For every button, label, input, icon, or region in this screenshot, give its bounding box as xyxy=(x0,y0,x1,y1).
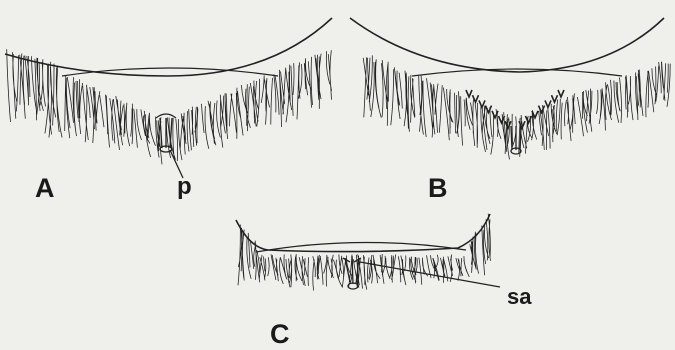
panel-a-label: A xyxy=(35,173,55,203)
panel-a-plate-edge xyxy=(62,68,278,76)
panel-b-fringe xyxy=(363,55,670,159)
panel-a xyxy=(5,18,332,178)
panel-c-leader-line xyxy=(360,262,500,287)
panel-c xyxy=(236,214,500,291)
panel-b xyxy=(350,18,670,159)
hair-strokes xyxy=(363,55,670,159)
panel-b-outline xyxy=(350,18,664,72)
panel-c-outline xyxy=(236,214,490,252)
panel-c-label: C xyxy=(270,319,290,349)
panel-b-label: B xyxy=(428,173,448,203)
panel-a-part-label: p xyxy=(177,173,192,200)
panel-c-part-label: sa xyxy=(507,284,532,309)
